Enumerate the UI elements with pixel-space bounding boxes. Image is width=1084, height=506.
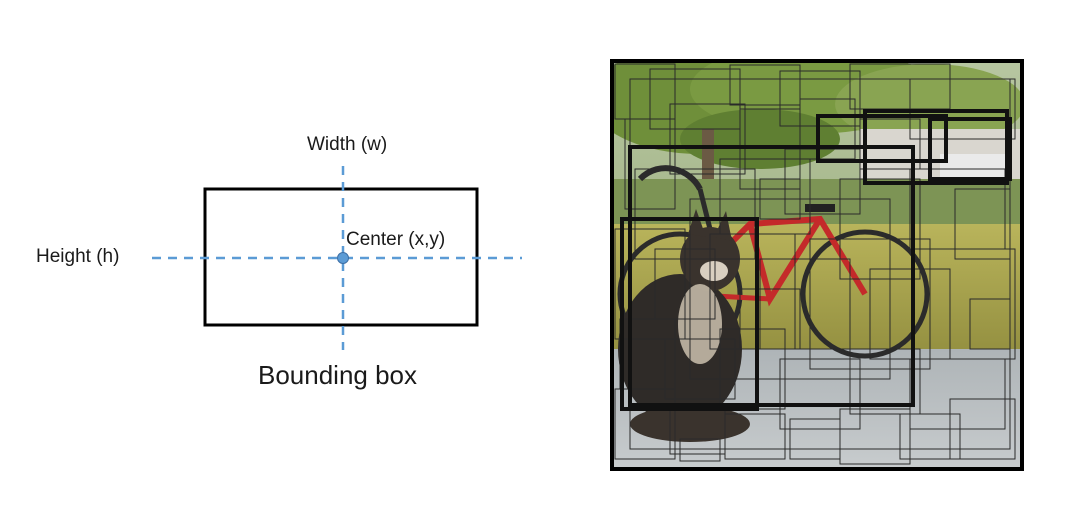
detection-photo	[610, 59, 1024, 471]
photo-frame	[610, 59, 1024, 471]
high-confidence-boxes	[620, 109, 1012, 411]
height-label: Height (h)	[36, 246, 120, 267]
center-point	[337, 252, 349, 264]
width-label: Width (w)	[307, 134, 388, 155]
center-label: Center (x,y)	[346, 229, 446, 250]
diagram-caption: Bounding box	[258, 360, 418, 390]
